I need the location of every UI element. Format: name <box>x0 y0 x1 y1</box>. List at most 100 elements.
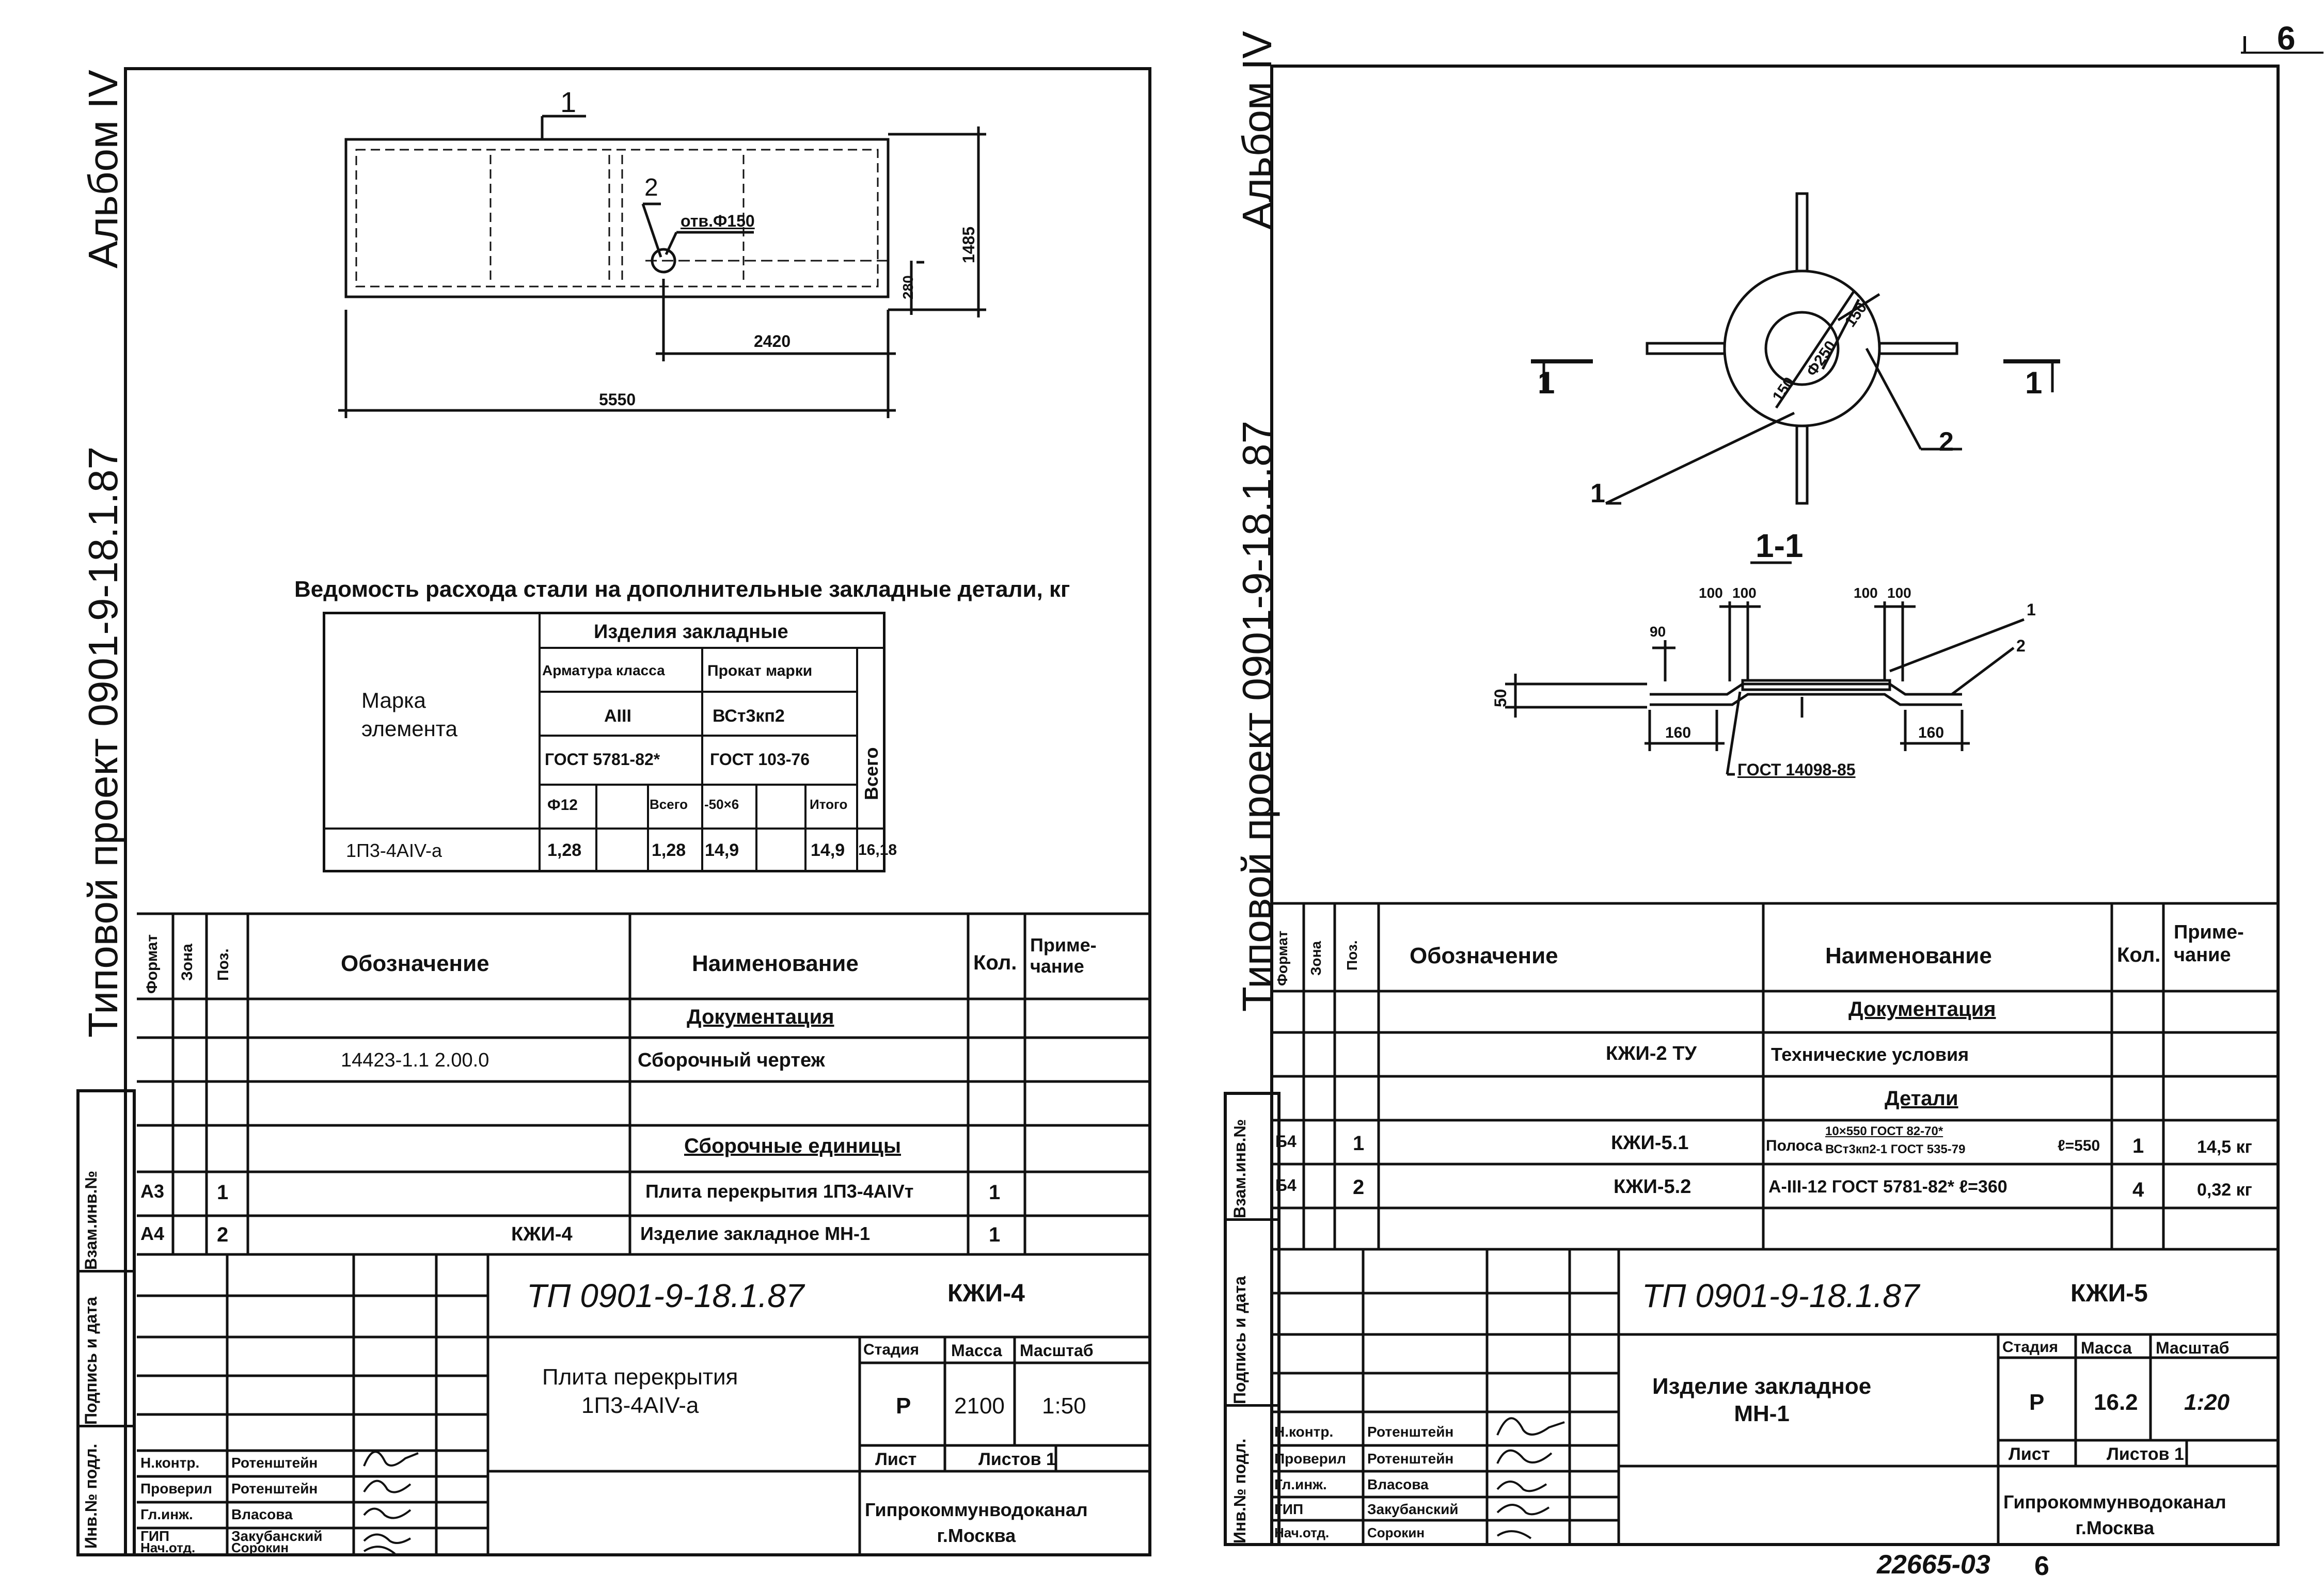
left-spec-row-4-kol: 1 <box>989 1181 1001 1204</box>
vedomost-h-f12: Ф12 <box>547 797 578 814</box>
bottom-stamp-num: 6 <box>2034 1551 2049 1581</box>
embed-callout-1: 1 <box>1590 479 1605 508</box>
left-person-1-role: Проверил <box>140 1481 212 1497</box>
right-person-0-name: Ротенштейн <box>1367 1424 1454 1440</box>
right-title-name: Изделие закладное МН-1 <box>1652 1374 1872 1426</box>
right-spec-row-4-naim: А-III-12 ГОСТ 5781-82* ℓ=360 <box>1768 1177 2007 1197</box>
section-dim-90: 90 <box>1650 624 1666 640</box>
vedomost-h-gost2: ГОСТ 103-76 <box>710 750 810 769</box>
left-title-list: Лист <box>875 1450 917 1469</box>
vedomost-h-itogo: Итого <box>810 797 848 812</box>
vedomost-h-gost1: ГОСТ 5781-82* <box>545 750 660 769</box>
vedomost-row-itogo: 14,9 <box>811 840 845 860</box>
right-spec-row-3-bot: ВСт3кп2-1 ГОСТ 535-79 <box>1825 1142 1966 1156</box>
right-margin-strip <box>1224 1092 1280 1546</box>
right-person-2-role: Гл.инж. <box>1274 1476 1327 1492</box>
vedomost-h-prokat: Прокат марки <box>707 662 813 679</box>
vedomost-table <box>323 612 886 872</box>
right-title-massa: 16.2 <box>2094 1390 2138 1415</box>
right-spec-h-naim: Наименование <box>1825 943 1992 968</box>
vedomost-row-f12: 1,28 <box>547 840 582 860</box>
left-person-4-role: Нач.отд. <box>140 1540 196 1555</box>
vedomost-h-a3: АIII <box>604 706 631 726</box>
right-margin-div1 <box>1224 1218 1280 1221</box>
right-person-4-name: Сорокин <box>1367 1525 1425 1540</box>
vedomost-h-marka: Марка элемента <box>361 688 457 741</box>
corner-tick <box>2243 36 2246 52</box>
right-spec-row-3-prim: 14,5 кг <box>2197 1137 2252 1157</box>
section-dim-100a: 100 <box>1699 585 1723 601</box>
right-spec-row-doc: Документация <box>1848 998 1996 1021</box>
right-frame <box>1270 65 2280 1546</box>
left-margin-strip <box>76 1089 136 1556</box>
right-spec-row-1-oboz: КЖИ-2 ТУ <box>1606 1043 1697 1064</box>
vedomost-h-arm: Арматура класса <box>542 662 665 678</box>
right-spec-row-3-oboz: КЖИ-5.1 <box>1611 1132 1689 1154</box>
left-person-1-name: Ротенштейн <box>231 1481 318 1497</box>
left-title-name: Плита перекрытия 1П3-4АIV-а <box>542 1364 738 1418</box>
left-title-listov: Листов 1 <box>978 1450 1056 1469</box>
left-spec-h-kol: Кол. <box>973 951 1017 974</box>
left-title-massa: 2100 <box>954 1393 1005 1419</box>
left-person-3-name: Закубанский <box>231 1528 323 1544</box>
right-person-2-name: Власова <box>1367 1476 1429 1492</box>
embed-callout-2: 2 <box>1939 427 1954 457</box>
section-title: 1-1 <box>1756 527 1804 564</box>
left-spec-h-naim: Наименование <box>692 951 859 976</box>
section-dim-160a: 160 <box>1665 724 1691 741</box>
left-margin-div1 <box>76 1270 136 1272</box>
left-frame <box>124 67 1151 1556</box>
right-margin-div2 <box>1224 1404 1280 1407</box>
sec-right-label: 1 <box>2025 365 2043 400</box>
vedomost-row-vsego: 1,28 <box>652 840 686 860</box>
right-spec-h-kol: Кол. <box>2117 944 2161 966</box>
vedomost-row-marka: 1П3-4АIV-а <box>346 840 442 861</box>
left-spec-row-4-poz: 1 <box>217 1181 229 1204</box>
section-callout-2: 2 <box>2016 637 2026 655</box>
right-spec-row-3-kol: 1 <box>2132 1135 2144 1157</box>
right-person-1-name: Ротенштейн <box>1367 1451 1454 1467</box>
left-title-h-masht: Масштаб <box>1020 1341 1094 1360</box>
plan-hole-label: отв.Ф150 <box>681 212 755 230</box>
vedomost-row-total: 16,18 <box>858 841 897 858</box>
vedomost-title: Ведомость расхода стали на дополнительны… <box>294 577 1070 602</box>
right-person-1-role: Проверил <box>1274 1451 1346 1467</box>
vedomost-h-vst: ВСт3кп2 <box>713 706 785 726</box>
right-spec-row-det: Детали <box>1885 1087 1958 1110</box>
right-title-stadia: Р <box>2029 1390 2045 1415</box>
right-spec-row-3-pre: Полоса <box>1766 1137 1823 1154</box>
right-title-listov: Листов 1 <box>2107 1444 2184 1464</box>
left-spec-row-5-oboz: КЖИ-4 <box>511 1223 573 1245</box>
left-spec-row-doc: Документация <box>687 1006 834 1028</box>
section-callout-1: 1 <box>2027 600 2036 619</box>
left-spec-h-prim: Приме- чание <box>1030 934 1097 977</box>
plan-callout-2: 2 <box>644 174 658 201</box>
left-title-stadia: Р <box>896 1393 911 1419</box>
left-person-0-name: Ротенштейн <box>231 1455 318 1471</box>
left-title-org: Гипрокоммунводоканал г.Москва <box>865 1499 1088 1547</box>
right-spec-h-prim: Приме- чание <box>2174 921 2244 966</box>
section-dim-160b: 160 <box>1918 724 1944 741</box>
plan-dim-5550: 5550 <box>599 390 636 409</box>
bottom-stamp: 22665-03 <box>1877 1550 1990 1580</box>
right-spec-row-4-poz: 2 <box>1353 1176 1365 1199</box>
left-spec-row-1-oboz: 14423-1.1 2.00.0 <box>341 1049 489 1071</box>
right-spec-row-1-naim: Технические условия <box>1771 1044 1969 1065</box>
section-dim-100d: 100 <box>1887 585 1911 601</box>
right-title-code: ТП 0901-9-18.1.87 <box>1642 1277 1920 1314</box>
vedomost-h-vsego2: Всего <box>650 797 688 812</box>
left-spec-h-oboz: Обозначение <box>341 951 489 976</box>
left-title-masht: 1:50 <box>1042 1393 1086 1419</box>
section-gost: ГОСТ 14098-85 <box>1737 760 1856 779</box>
right-title-org: Гипрокоммунводоканал г.Москва <box>2003 1491 2226 1539</box>
left-spec-row-1-naim: Сборочный чертеж <box>638 1049 825 1071</box>
left-title-sheetcode: КЖИ-4 <box>947 1280 1025 1307</box>
right-spec-row-3-post: ℓ=550 <box>2058 1137 2100 1154</box>
